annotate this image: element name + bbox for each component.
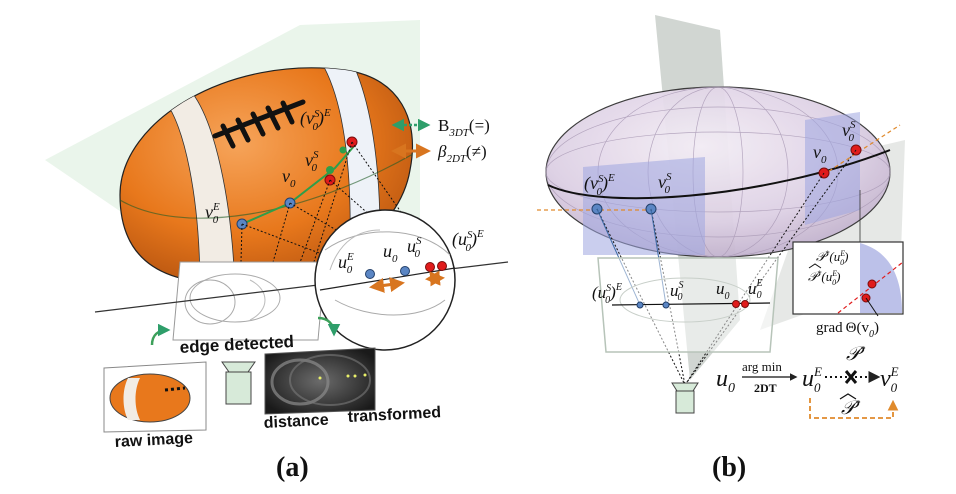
panel-label-b: (b) [712,452,746,483]
label-v0-b: v0 [813,142,827,166]
ellipsoid [545,86,891,258]
caption-raw-image: raw image [114,430,193,451]
point-vS0-a [326,166,334,174]
beta-arrow-outer [425,270,445,287]
point-uS0-b [662,301,670,309]
formula-u0: u0 [716,366,735,396]
caption-distance: distance [263,412,329,432]
point-uS0-a [425,262,435,272]
formula-hat-mark [839,393,857,400]
legend-b3dt-label: B3DT(=) [438,116,490,139]
point-uE0-a [365,269,375,279]
zoom-circle [314,209,456,351]
formula-argmin: arg min [742,359,782,374]
ellipsoid-contour [547,149,891,200]
point-u0-a [400,266,410,276]
formula-hat-arrow [809,398,899,419]
point-uS0E-b [636,301,644,309]
distance-image [264,347,376,415]
camera-icon-a [221,361,256,405]
ball-3d-curve [239,144,356,226]
tangent-plane-left [583,157,705,255]
panel-label-a: (a) [276,452,309,483]
image-plane-b [597,257,779,353]
camera-icon-b [671,382,699,414]
inset-box [792,241,904,317]
formula-p-hat: 𝒫* [841,398,861,419]
raw-image-thumb [103,361,207,433]
formula-cross-icon [844,370,858,384]
label-u0-a: u0 [383,241,398,265]
label-u0-b: u0 [716,279,730,302]
formula-p-star: 𝒫* [846,344,866,365]
edge-image-plane [172,261,326,341]
point-uE0-b [741,300,749,308]
point-uS0E-a [437,261,447,271]
point-vS0E-green-a [339,146,347,154]
ball-laces [212,99,306,149]
caption-transformed: transformed [347,404,441,426]
flow-arrow-right [317,316,341,337]
label-v0-a: v0 [282,166,296,190]
formula-2dt: 2DT [754,381,777,395]
legend-b2dt-label: β2DT(≠) [437,142,487,165]
legend-a: B3DT(=) β2DT(≠) [391,116,490,165]
flow-arrow-left [150,323,171,346]
point-u0-b [732,300,740,308]
beta-arrow-inner [369,277,405,293]
